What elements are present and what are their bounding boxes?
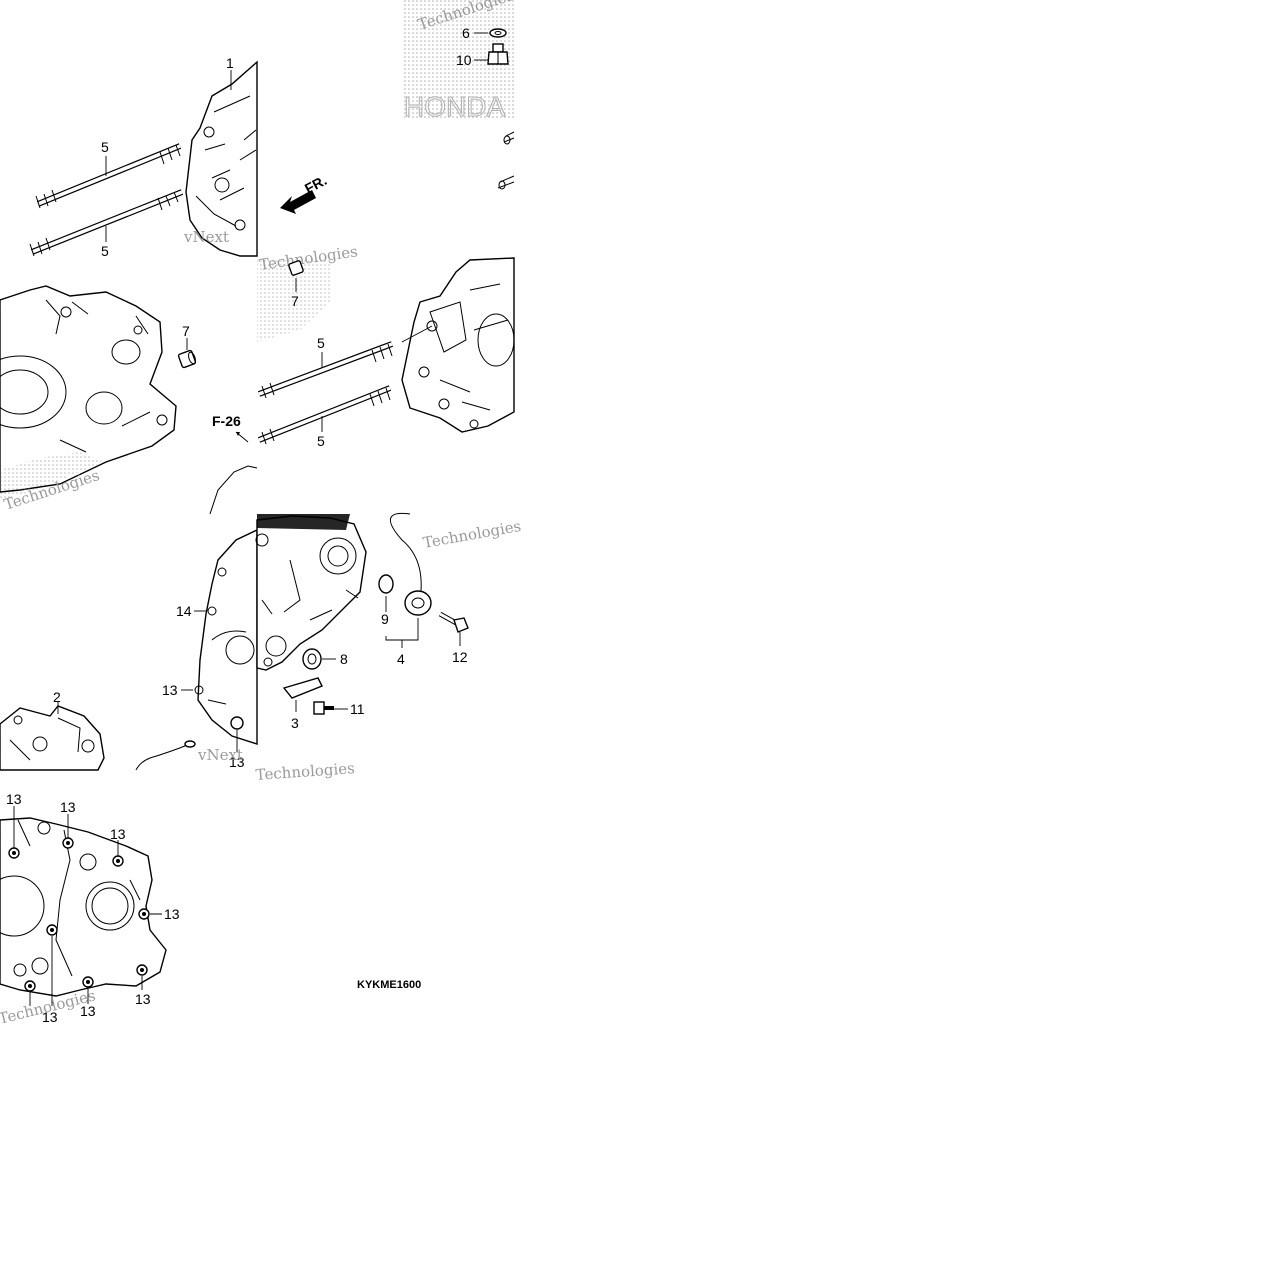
callout-8: 8	[340, 651, 348, 667]
left-crankcase-part	[185, 60, 258, 257]
setting-plate-part	[282, 677, 323, 699]
callout-13: 13	[135, 991, 151, 1007]
callout-6: 6	[462, 25, 470, 41]
crankcase-part	[0, 705, 105, 771]
callout-13: 13	[162, 682, 178, 698]
tile-drain-bolt-front: HONDA Technologies 6 10 FR.	[280, 0, 516, 214]
flange-bolt-part	[313, 701, 334, 715]
callout-13: 13	[80, 1003, 96, 1019]
o-ring-part	[378, 574, 394, 594]
callout-1: 1	[226, 55, 234, 71]
watermark-text: Technologies	[422, 517, 523, 552]
callout-11: 11	[350, 701, 365, 717]
tile-case-bolts: 13 13 13 13 13 13 13 Technologies	[0, 791, 180, 1028]
callout-13: 13	[42, 1009, 58, 1025]
right-crankcase-part	[401, 257, 515, 433]
stud-bolt-part	[257, 385, 392, 445]
callout-3: 3	[291, 715, 299, 731]
callout-13: 13	[164, 906, 180, 922]
oil-seal-part	[302, 648, 322, 670]
tile-crankcase-gasket: 14 13 13 2 vNext	[0, 528, 258, 771]
watermark-text: vNext	[197, 746, 243, 764]
dowel-pin-part	[288, 260, 304, 276]
front-direction-arrow-icon	[280, 190, 316, 214]
front-label: FR.	[302, 172, 329, 197]
callout-4: 4	[397, 651, 405, 667]
drain-bolt-part	[487, 43, 509, 65]
callout-5: 5	[101, 243, 109, 259]
callout-13: 13	[229, 754, 245, 770]
crankcase-gasket-part	[197, 528, 258, 745]
callout-13: 13	[110, 826, 126, 842]
callout-13: 13	[60, 799, 76, 815]
callout-5: 5	[317, 433, 325, 449]
watermark-text: vNext	[183, 228, 229, 246]
callout-14: 14	[176, 603, 192, 619]
callout-12: 12	[452, 649, 468, 665]
sealing-washer-part	[489, 28, 507, 38]
watermark-text: Technologies	[255, 759, 355, 784]
flange-bolt-part	[438, 611, 469, 633]
callout-5: 5	[317, 335, 325, 351]
watermark-text: HONDA	[404, 91, 505, 122]
dowel-pin-part	[177, 349, 197, 369]
reference-label: F-26	[212, 413, 241, 429]
crankcase-part	[0, 285, 177, 493]
callout-2: 2	[53, 689, 61, 705]
callout-5: 5	[101, 139, 109, 155]
tile-sensor-seal: 9 4 12 8 3 11 Technologies Technologies	[255, 512, 523, 784]
diagram-code-label: KYKME1600	[357, 979, 421, 991]
sensor-part	[389, 512, 432, 616]
stud-bolt-part	[29, 189, 184, 257]
bolt-hole-marker	[8, 837, 150, 992]
tile-crankcase-dowel: 7 F-26 Technologies	[0, 285, 258, 515]
callout-13: 13	[6, 791, 22, 807]
crankcase-gasket-part	[0, 817, 167, 997]
callout-10: 10	[456, 52, 472, 68]
callout-9: 9	[381, 611, 389, 627]
stud-bolt-part	[257, 341, 394, 399]
stud-bolt-part	[35, 143, 182, 209]
callout-7: 7	[182, 323, 190, 339]
tile-crankcase-right-studs: Technologies 7 5 5	[257, 242, 515, 449]
tile-crankcase-left-studs: 1 5 5 vNext	[29, 55, 258, 259]
callout-7: 7	[291, 293, 299, 309]
